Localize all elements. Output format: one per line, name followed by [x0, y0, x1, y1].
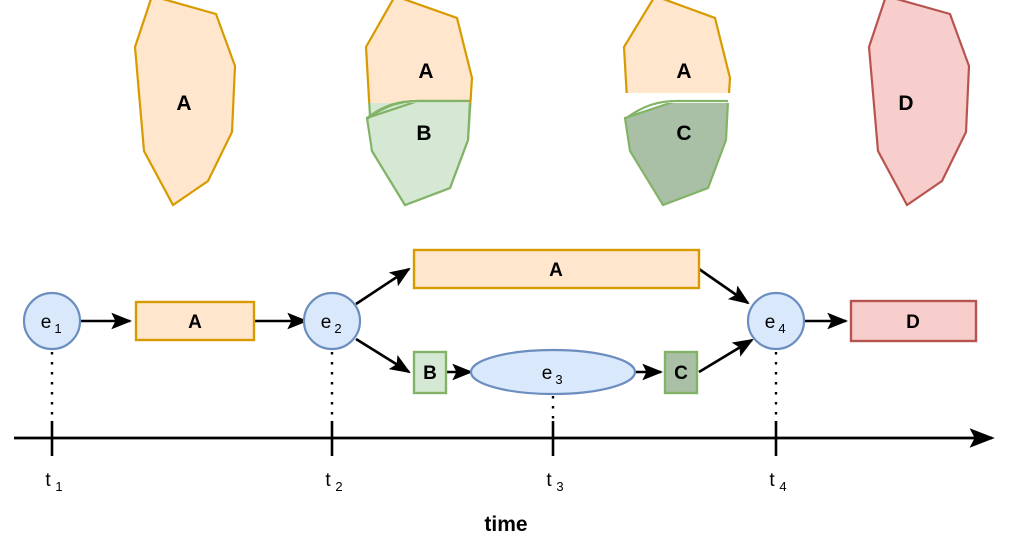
box-c[interactable] — [663, 350, 699, 395]
region-label-a-s2: A — [418, 60, 433, 83]
tick-labels: t 1 t 2 t 3 t 4 — [45, 470, 786, 494]
region-a-s3 — [622, 0, 732, 93]
tick-label-t2: t — [325, 470, 331, 491]
node-e3[interactable] — [469, 348, 637, 396]
tick-label-t3: t — [546, 470, 552, 491]
tick-sub-t4: 4 — [779, 479, 786, 494]
node-label-e1: e — [41, 312, 52, 333]
box-a-1[interactable] — [134, 300, 256, 342]
region-b-s2-fill — [365, 103, 471, 207]
box-label-c: C — [674, 363, 688, 384]
region-c-s3 — [623, 103, 729, 207]
snapshot-t4: D — [867, 0, 971, 207]
region-d-s4 — [867, 0, 971, 207]
graph-nodes: e 1 e 2 e 3 e 4 — [22, 291, 806, 396]
timeline: t 1 t 2 t 3 t 4 time — [14, 421, 995, 536]
boundary-a-b-line — [366, 99, 470, 120]
node-e4[interactable] — [746, 291, 806, 351]
node-label-e2: e — [321, 312, 332, 333]
graph-boxes: A A B C D — [134, 248, 978, 395]
box-label-a-1: A — [188, 312, 202, 333]
region-label-a-s3: A — [676, 60, 691, 83]
region-a-s1 — [133, 0, 237, 207]
region-label-c-s3: C — [676, 122, 691, 145]
tick-sub-t2: 2 — [335, 479, 342, 494]
box-label-b: B — [423, 363, 437, 384]
snapshot-t1: A — [133, 0, 237, 207]
projection-lines — [50, 352, 778, 420]
node-sub-e3: 3 — [555, 372, 562, 387]
tick-label-t4: t — [769, 470, 775, 491]
snapshot-t3: A C — [622, 0, 732, 207]
node-sub-e1: 1 — [54, 321, 61, 336]
node-e1[interactable] — [22, 291, 82, 351]
edge-e2-a2 — [355, 267, 411, 306]
axis-ticks — [50, 421, 778, 456]
edge-c-e4 — [698, 338, 754, 374]
tick-sub-t1: 1 — [55, 479, 62, 494]
node-sub-e2: 2 — [334, 321, 341, 336]
region-a-s2 — [364, 0, 474, 103]
snapshot-t2: A B — [364, 0, 474, 207]
graph-edges — [79, 267, 849, 381]
box-b[interactable] — [412, 350, 448, 395]
node-label-e4: e — [765, 312, 776, 333]
node-sub-e4: 4 — [778, 321, 785, 336]
edge-e2-b — [355, 337, 411, 374]
region-label-a-s1: A — [176, 92, 191, 115]
region-label-b-s2: B — [416, 122, 431, 145]
edge-a2-e4 — [698, 267, 750, 305]
region-label-d-s4: D — [898, 92, 913, 115]
node-label-e3: e — [542, 363, 553, 384]
time-axis-label: time — [484, 513, 527, 536]
box-d[interactable] — [849, 299, 978, 343]
box-label-d: D — [906, 312, 920, 333]
box-label-a-2: A — [549, 260, 563, 281]
node-e2[interactable] — [302, 291, 362, 351]
boundary-a-c — [624, 99, 728, 120]
box-a-2[interactable] — [412, 248, 701, 290]
tick-label-t1: t — [45, 470, 51, 491]
tick-sub-t3: 3 — [556, 479, 563, 494]
